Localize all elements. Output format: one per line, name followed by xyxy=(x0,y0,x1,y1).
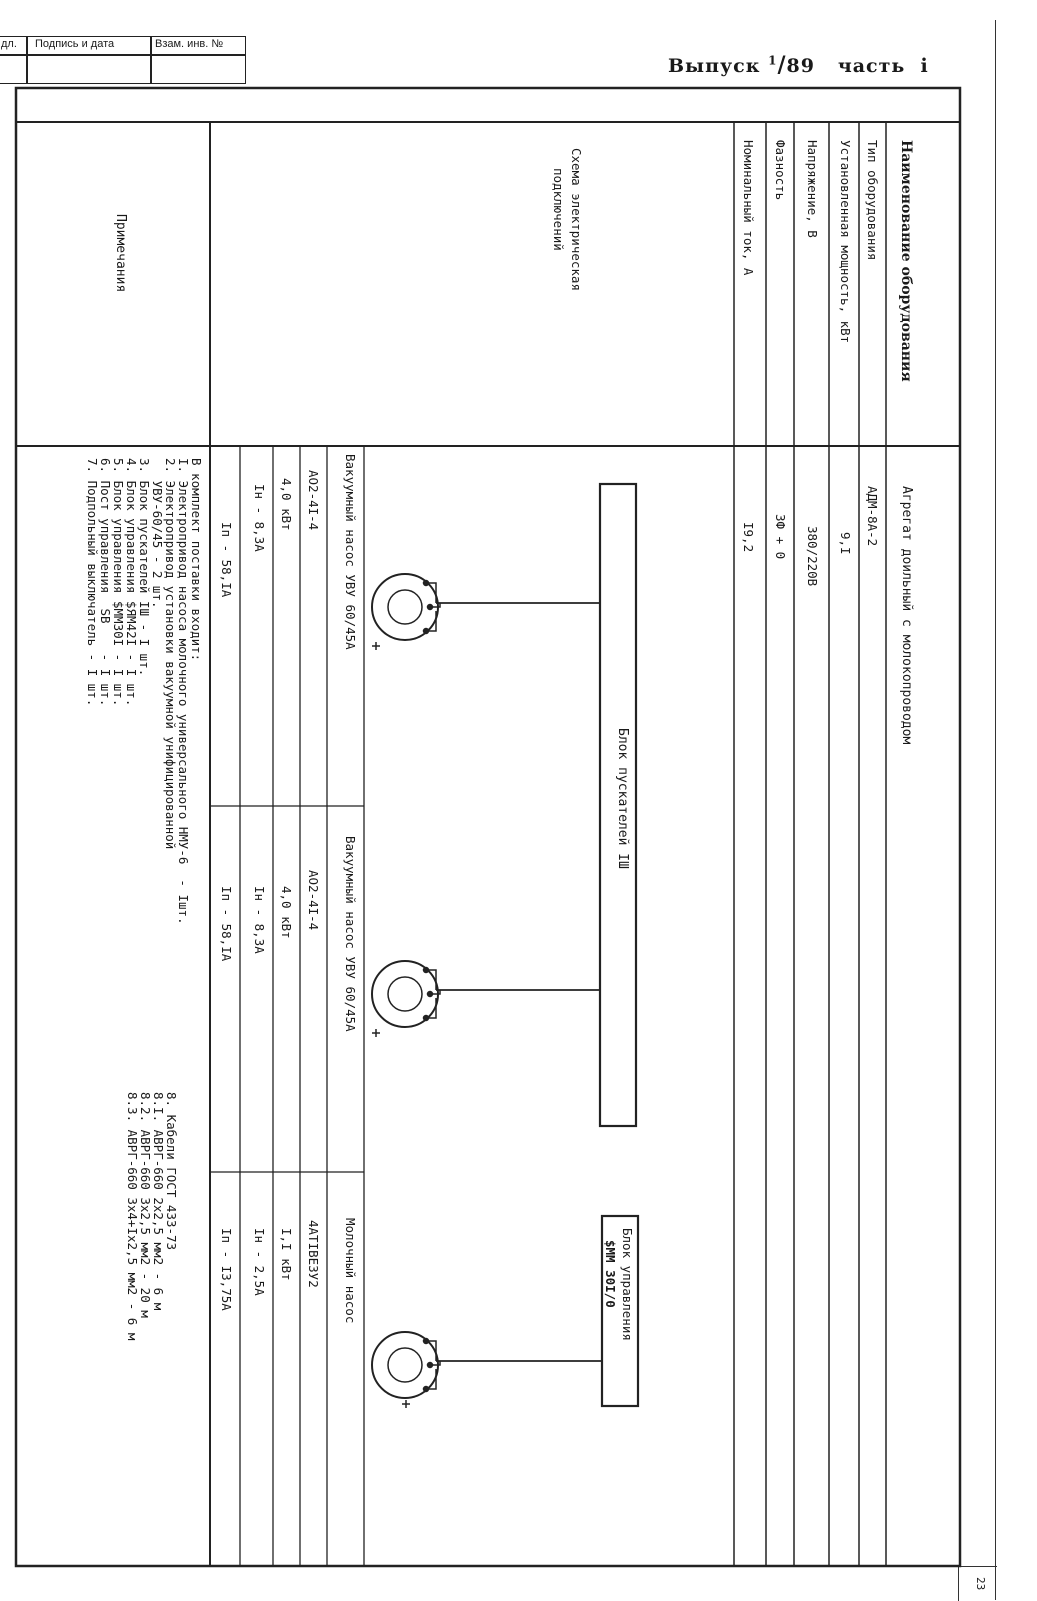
cable-3: 8.3. АВРГ-660 3х4+Iх2,5 мм2 - 6 м xyxy=(125,1092,140,1341)
motor-2-power: 4,0 кВт xyxy=(279,886,294,939)
stamp-cell-1: дл. xyxy=(0,36,28,56)
motor-2-start-current: Iп - 58,IА xyxy=(219,886,234,962)
motor-symbol-1 xyxy=(371,573,441,650)
part-value: i xyxy=(920,55,929,77)
cable-1: 8.I. АВРГ-660 2х2,5 мм2 - 6 м xyxy=(151,1092,166,1311)
motor-2-type: АО2-4I-4 xyxy=(306,870,321,931)
stamp-cell-6 xyxy=(150,54,246,84)
page-corner-box: 23 xyxy=(958,1566,997,1601)
control-block-label-2: $ММ 30I/0 xyxy=(603,1240,618,1308)
motor-1-name: Вакуумный насос УВУ 60/45А xyxy=(343,454,358,650)
motor-3-power: I,I кВт xyxy=(279,1228,294,1281)
motor-symbol-2 xyxy=(371,960,441,1037)
notes-item-3: 3. Блок пускателей IШ - I шт. xyxy=(137,458,152,677)
motor-1-rated-current: Iн - 8,3А xyxy=(252,484,267,552)
cables-heading: 8. Кабели ГОСТ 433-73 xyxy=(164,1092,179,1251)
motor-3-start-current: Iп - I3,75А xyxy=(219,1228,234,1311)
notes-item-1: I. Электропривод насоса молочного универ… xyxy=(176,458,191,925)
control-block-label-1: Блок управления xyxy=(620,1228,635,1341)
stamp-cell-3: Взам. инв. № xyxy=(150,36,246,56)
notes-block: В комплект поставки входит: I. Электропр… xyxy=(85,458,204,925)
issue-number: 89 xyxy=(786,55,815,77)
notes-item-7: 7. Подпольный выключатель - I шт. xyxy=(85,458,100,707)
notes-item-6: 6. Пост управления SB - I шт. xyxy=(98,458,113,707)
starter-block-frame xyxy=(598,482,638,1128)
cable-2: 8.2. АВРГ-660 3х2,5 мм2 - 20 м xyxy=(138,1092,153,1318)
stamp-cell-5 xyxy=(26,54,152,84)
motor-1-type: АО2-4I-4 xyxy=(306,470,321,531)
stamp-cell-4 xyxy=(0,54,28,84)
notes-item-4: 4. Блок управления $ЯМ42I - I шт. xyxy=(124,458,139,707)
starter-block-label: Блок пускателей IШ xyxy=(615,728,630,869)
motor-3-type: 4АТIВЕЗУ2 xyxy=(306,1220,321,1288)
motor-2-name: Вакуумный насос УВУ 60/45А xyxy=(343,836,358,1032)
control-block-frame xyxy=(600,1214,640,1408)
motor-symbol-3 xyxy=(371,1331,441,1408)
motor-1-start-current: Iп - 58,IА xyxy=(219,522,234,598)
binding-line xyxy=(995,20,996,1600)
cables-block: 8. Кабели ГОСТ 433-73 8.I. АВРГ-660 2х2,… xyxy=(125,1092,179,1341)
motor-3-rated-current: Iн - 2,5А xyxy=(252,1228,267,1296)
stamp-label-1: дл. xyxy=(1,38,17,50)
issue-superscript: 1 xyxy=(768,53,778,68)
motor-3-name: Молочный насос xyxy=(343,1218,358,1324)
stamp-label-2: Подпись и дата xyxy=(35,38,115,50)
notes-item-5: 5. Блок управления $ММ30I - I шт. xyxy=(111,458,126,707)
part-label: часть xyxy=(837,55,906,77)
motor-1-power: 4,0 кВт xyxy=(279,478,294,531)
motor-2-rated-current: Iн - 8,3А xyxy=(252,886,267,954)
stamp-label-3: Взам. инв. № xyxy=(155,38,224,50)
issue-header: Выпуск 1/89 часть i xyxy=(668,52,929,78)
notes-intro: В комплект поставки входит: xyxy=(189,458,204,662)
stamp-cell-2: Подпись и дата xyxy=(26,36,152,56)
issue-label: Выпуск xyxy=(668,55,761,77)
